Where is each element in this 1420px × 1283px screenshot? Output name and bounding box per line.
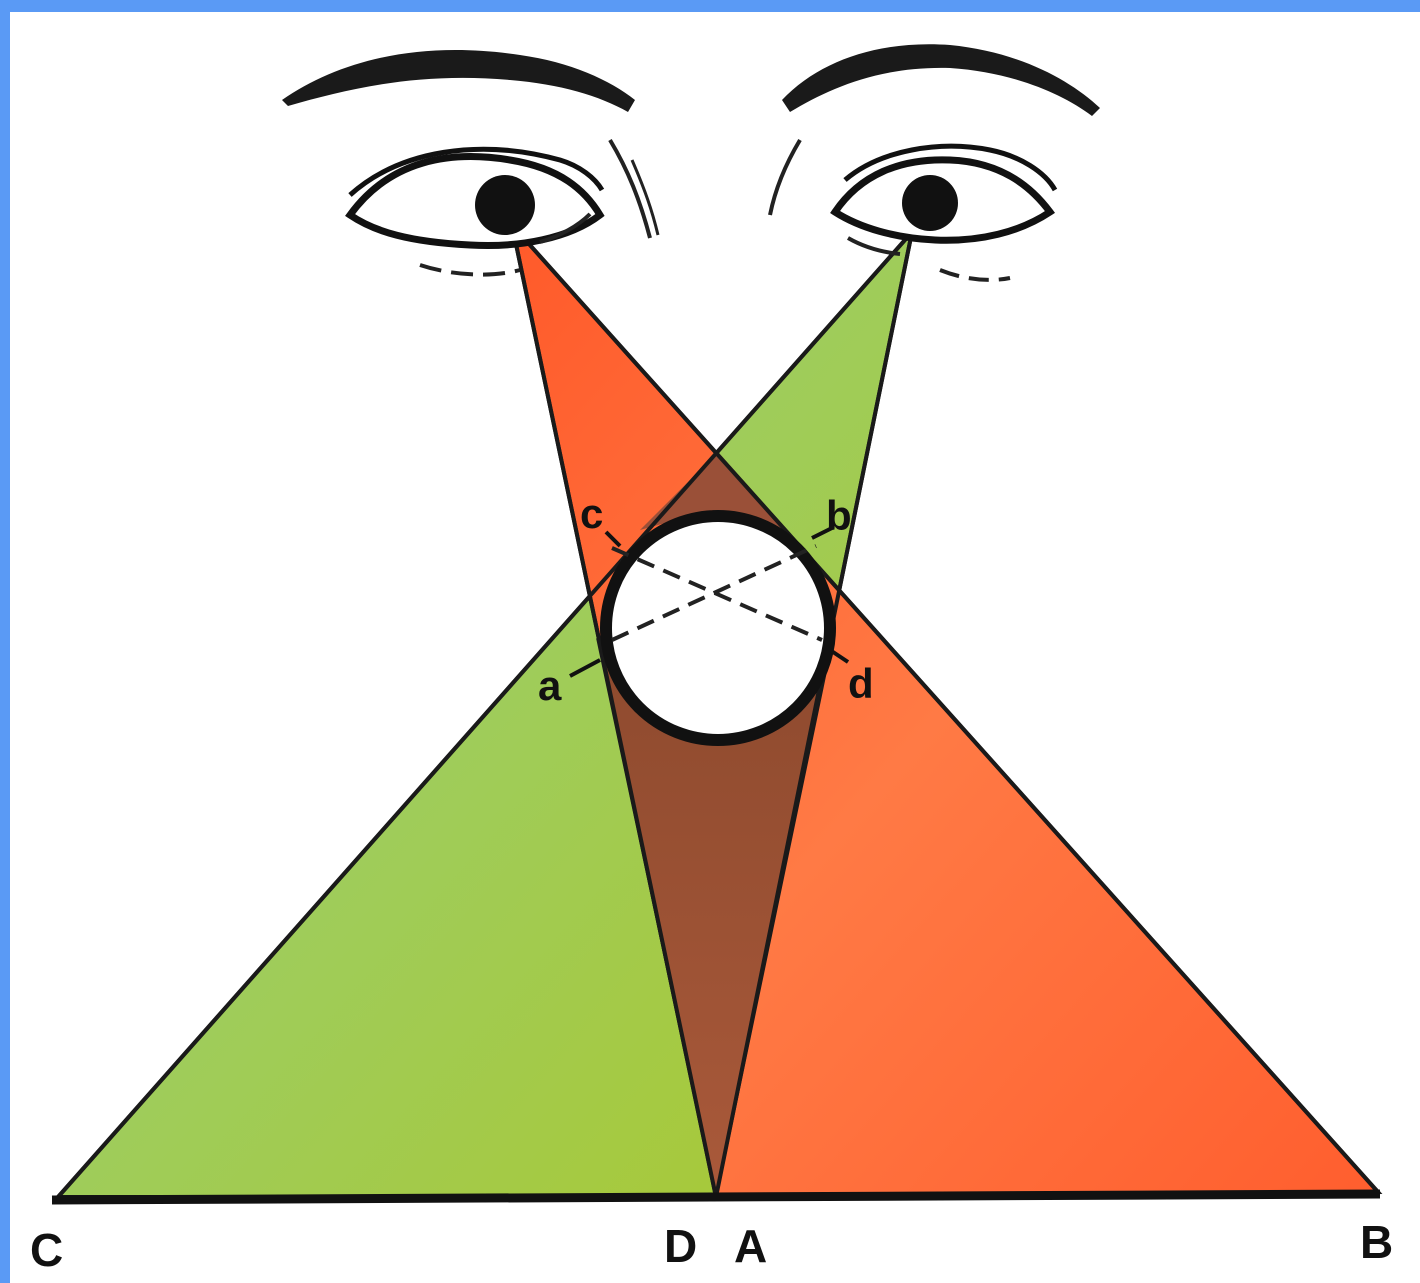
nose-line-right	[770, 140, 800, 215]
point-label-a-upper: A	[734, 1220, 767, 1272]
point-label-c-lower: c	[580, 490, 603, 537]
point-label-d-upper: D	[664, 1220, 697, 1272]
point-label-d-lower: d	[848, 660, 874, 707]
right-eye-icon	[835, 146, 1055, 280]
left-eyebrow	[282, 50, 635, 112]
point-label-c-upper: C	[30, 1224, 63, 1276]
right-eyebrow	[782, 44, 1100, 116]
point-label-b-lower: b	[826, 492, 852, 539]
left-eye-icon	[350, 149, 602, 274]
point-label-b-upper: B	[1360, 1216, 1393, 1268]
point-label-a-lower: a	[538, 662, 562, 709]
baseline-cd-ab	[52, 1194, 1380, 1200]
